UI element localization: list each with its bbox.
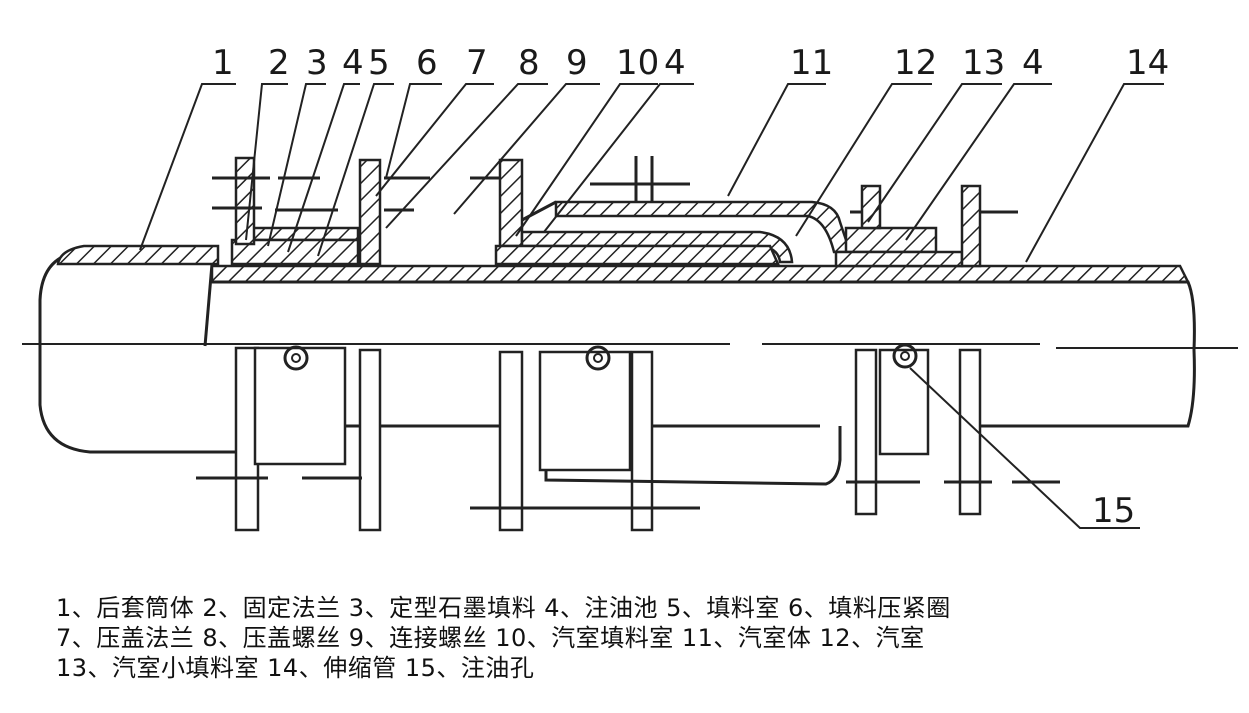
- expansion-tube: [210, 264, 1196, 428]
- label-14: 14: [1126, 43, 1169, 83]
- label-4c: 4: [1022, 43, 1044, 83]
- leader-lines: [139, 83, 1164, 529]
- label-13: 13: [962, 43, 1005, 83]
- label-12: 12: [894, 43, 937, 83]
- callout-labels: 1 2 3 4 5 6 7 8 9 10 4 11 12 13 4 14 15: [212, 43, 1169, 531]
- label-11: 11: [790, 43, 833, 83]
- label-4a: 4: [342, 43, 364, 83]
- caption-line-2: 7、压盖法兰 8、压盖螺丝 9、连接螺丝 10、汽室填料室 11、汽室体 12、…: [56, 624, 925, 652]
- caption-line-3: 13、汽室小填料室 14、伸缩管 15、注油孔: [56, 654, 535, 682]
- label-9: 9: [566, 43, 588, 83]
- small-packing-chamber: [834, 184, 1060, 516]
- label-4b: 4: [664, 43, 686, 83]
- caption-line-1: 1、后套筒体 2、固定法兰 3、定型石墨填料 4、注油池 5、填料室 6、填料压…: [56, 594, 951, 622]
- label-6: 6: [416, 43, 438, 83]
- packing-chamber: [230, 226, 360, 266]
- label-5: 5: [368, 43, 390, 83]
- rear-sleeve-body: [38, 244, 238, 454]
- label-10: 10: [616, 43, 659, 83]
- label-3: 3: [306, 43, 328, 83]
- label-1: 1: [212, 43, 234, 83]
- label-8: 8: [518, 43, 540, 83]
- center-line: [22, 343, 1238, 349]
- gland-flange: [358, 158, 382, 532]
- label-15: 15: [1092, 491, 1135, 531]
- label-7: 7: [466, 43, 488, 83]
- steam-chamber-body: [470, 156, 860, 532]
- label-2: 2: [268, 43, 290, 83]
- gland-bolts: [196, 176, 430, 480]
